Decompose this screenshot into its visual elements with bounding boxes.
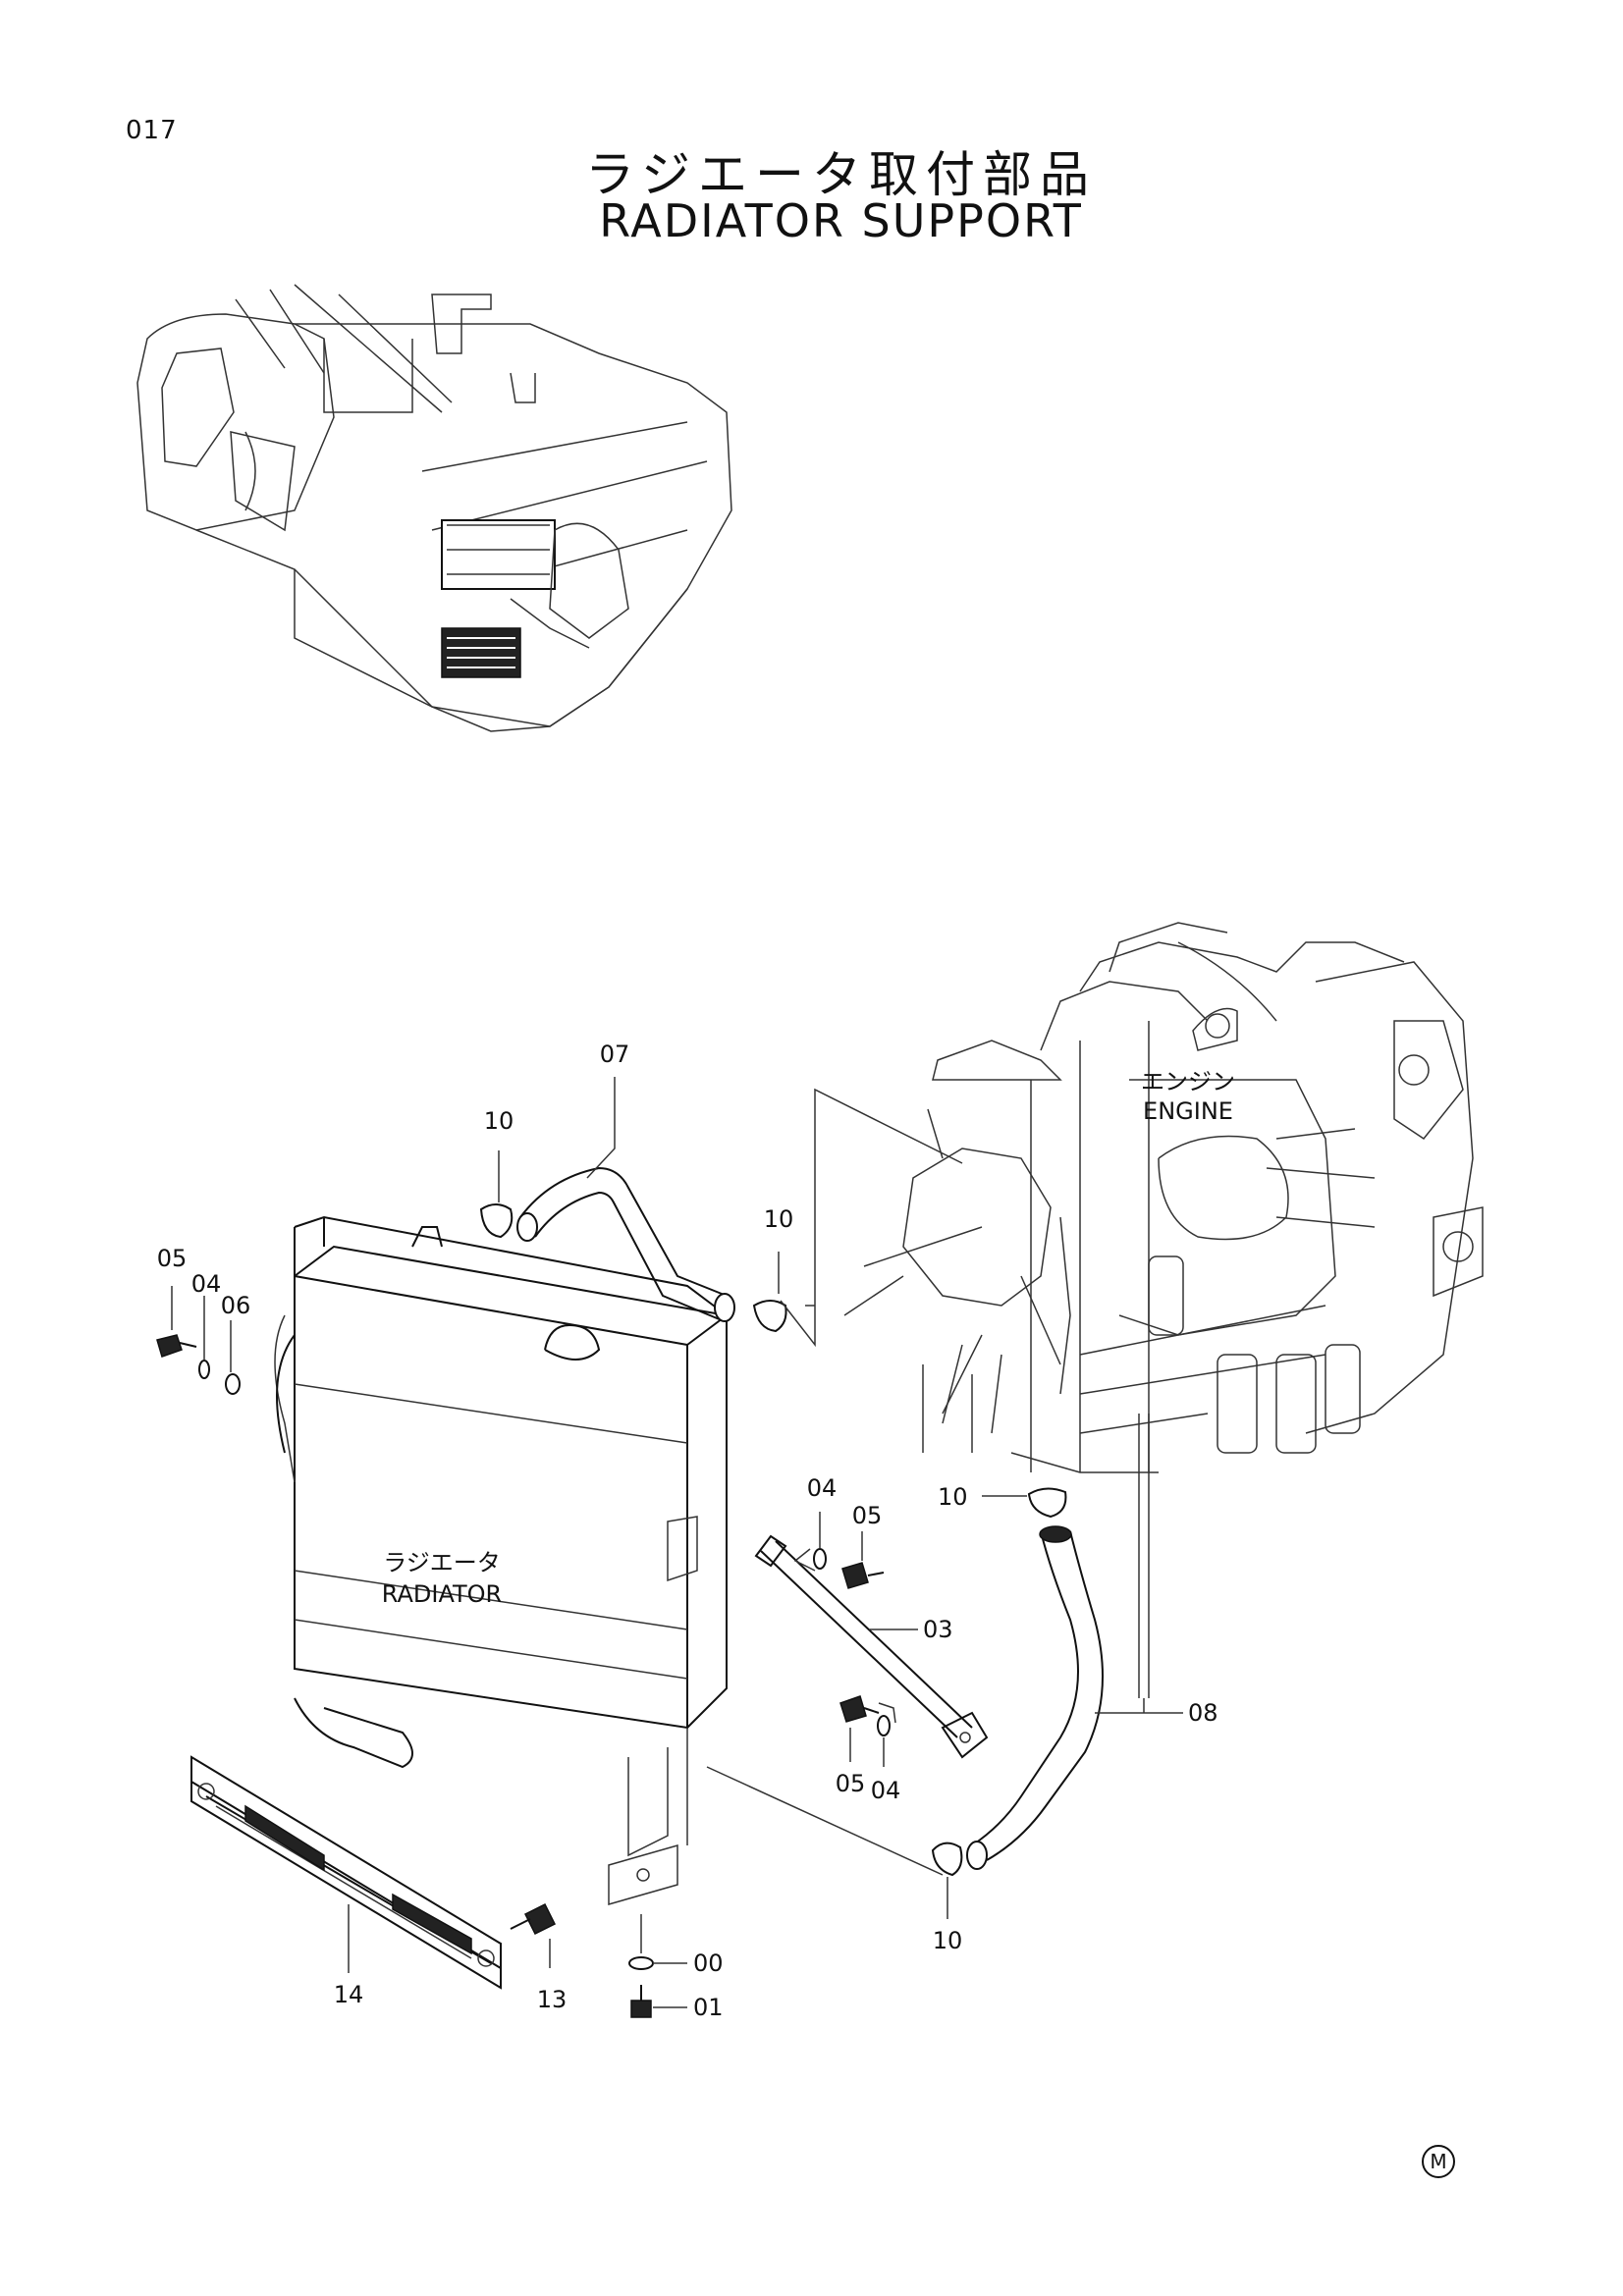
callout-05-left: 05 (157, 1245, 188, 1272)
callout-10-upper-right: 10 (764, 1205, 794, 1233)
upper-hose-07 (516, 1166, 735, 1322)
hardware-parts (156, 1203, 1067, 2018)
circled-m-mark: M (1422, 2145, 1455, 2178)
page-number: 017 (126, 116, 178, 145)
radiator-label-english: RADIATOR (382, 1580, 502, 1608)
callout-14: 14 (334, 1981, 364, 2008)
callout-04-stay-lower: 04 (871, 1777, 901, 1804)
leader-lines (171, 1077, 1183, 2008)
callout-10-engine: 10 (938, 1483, 968, 1511)
callout-05-stay-upper: 05 (852, 1502, 883, 1529)
callout-06-left: 06 (221, 1292, 251, 1319)
callout-10-upper-left: 10 (484, 1107, 514, 1135)
lower-hose-08 (966, 1525, 1104, 1870)
callout-03: 03 (923, 1616, 953, 1643)
radiator-illustration (274, 1215, 730, 1905)
callout-01: 01 (693, 1994, 724, 2021)
callout-13: 13 (537, 1986, 568, 2013)
engine-label-english: ENGINE (1143, 1097, 1233, 1125)
page-title-english: RADIATOR SUPPORT (599, 194, 1083, 247)
callout-07: 07 (600, 1041, 630, 1068)
stay-rod-03 (754, 1534, 989, 1759)
callout-05-stay-lower: 05 (836, 1770, 866, 1797)
excavator-overview-illustration (136, 284, 732, 732)
callout-04-stay-upper: 04 (807, 1474, 838, 1502)
engine-label-japanese: エンジン (1141, 1068, 1235, 1095)
engine-illustration (843, 922, 1484, 1698)
grille-14 (190, 1755, 502, 1990)
callout-08: 08 (1188, 1699, 1218, 1727)
radiator-label-japanese: ラジエータ (383, 1549, 501, 1576)
callout-00: 00 (693, 1949, 724, 1977)
page-title-japanese: ラジエータ取付部品 (585, 146, 1097, 203)
callout-04-left: 04 (191, 1270, 222, 1298)
callout-10-lower: 10 (933, 1927, 963, 1954)
